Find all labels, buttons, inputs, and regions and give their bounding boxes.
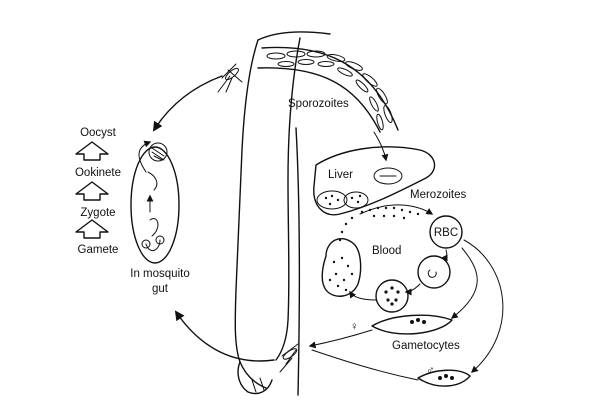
label-sporozoites: Sporozoites bbox=[288, 98, 349, 110]
label-liver: Liver bbox=[328, 169, 353, 181]
label-female-symbol: ♀ bbox=[350, 321, 359, 333]
label-male-symbol: ♂ bbox=[426, 365, 435, 377]
label-ookinete: Ookinete bbox=[75, 167, 121, 179]
mosquito-top-icon bbox=[218, 64, 242, 92]
label-rbc: RBC bbox=[434, 227, 458, 239]
cycle-arc-bottom bbox=[176, 312, 274, 361]
label-gametocytes: Gametocytes bbox=[392, 340, 460, 352]
label-oocyst: Oocyst bbox=[80, 127, 117, 139]
label-gut: gut bbox=[152, 283, 169, 295]
label-blood: Blood bbox=[372, 245, 401, 257]
arrow-ookinete-oocyst bbox=[76, 142, 108, 160]
merozoite-trail bbox=[339, 207, 419, 241]
label-gamete: Gamete bbox=[78, 244, 119, 256]
cycle-arc-top bbox=[154, 76, 222, 130]
mosquito-gut bbox=[131, 142, 179, 263]
label-merozoites: Merozoites bbox=[410, 189, 466, 201]
sporozoite-band bbox=[258, 47, 398, 132]
arrow-merozoites-rbc bbox=[360, 205, 432, 214]
human-arm bbox=[235, 32, 330, 395]
stage-arrows bbox=[76, 142, 108, 238]
label-in-mosquito: In mosquito bbox=[130, 268, 189, 280]
arrow-zygote-ookinete bbox=[76, 182, 108, 200]
label-zygote: Zygote bbox=[80, 207, 115, 219]
gametocytes bbox=[310, 240, 503, 386]
arrow-sporozoites-liver bbox=[374, 132, 386, 160]
arrow-gamete-zygote bbox=[76, 220, 108, 238]
